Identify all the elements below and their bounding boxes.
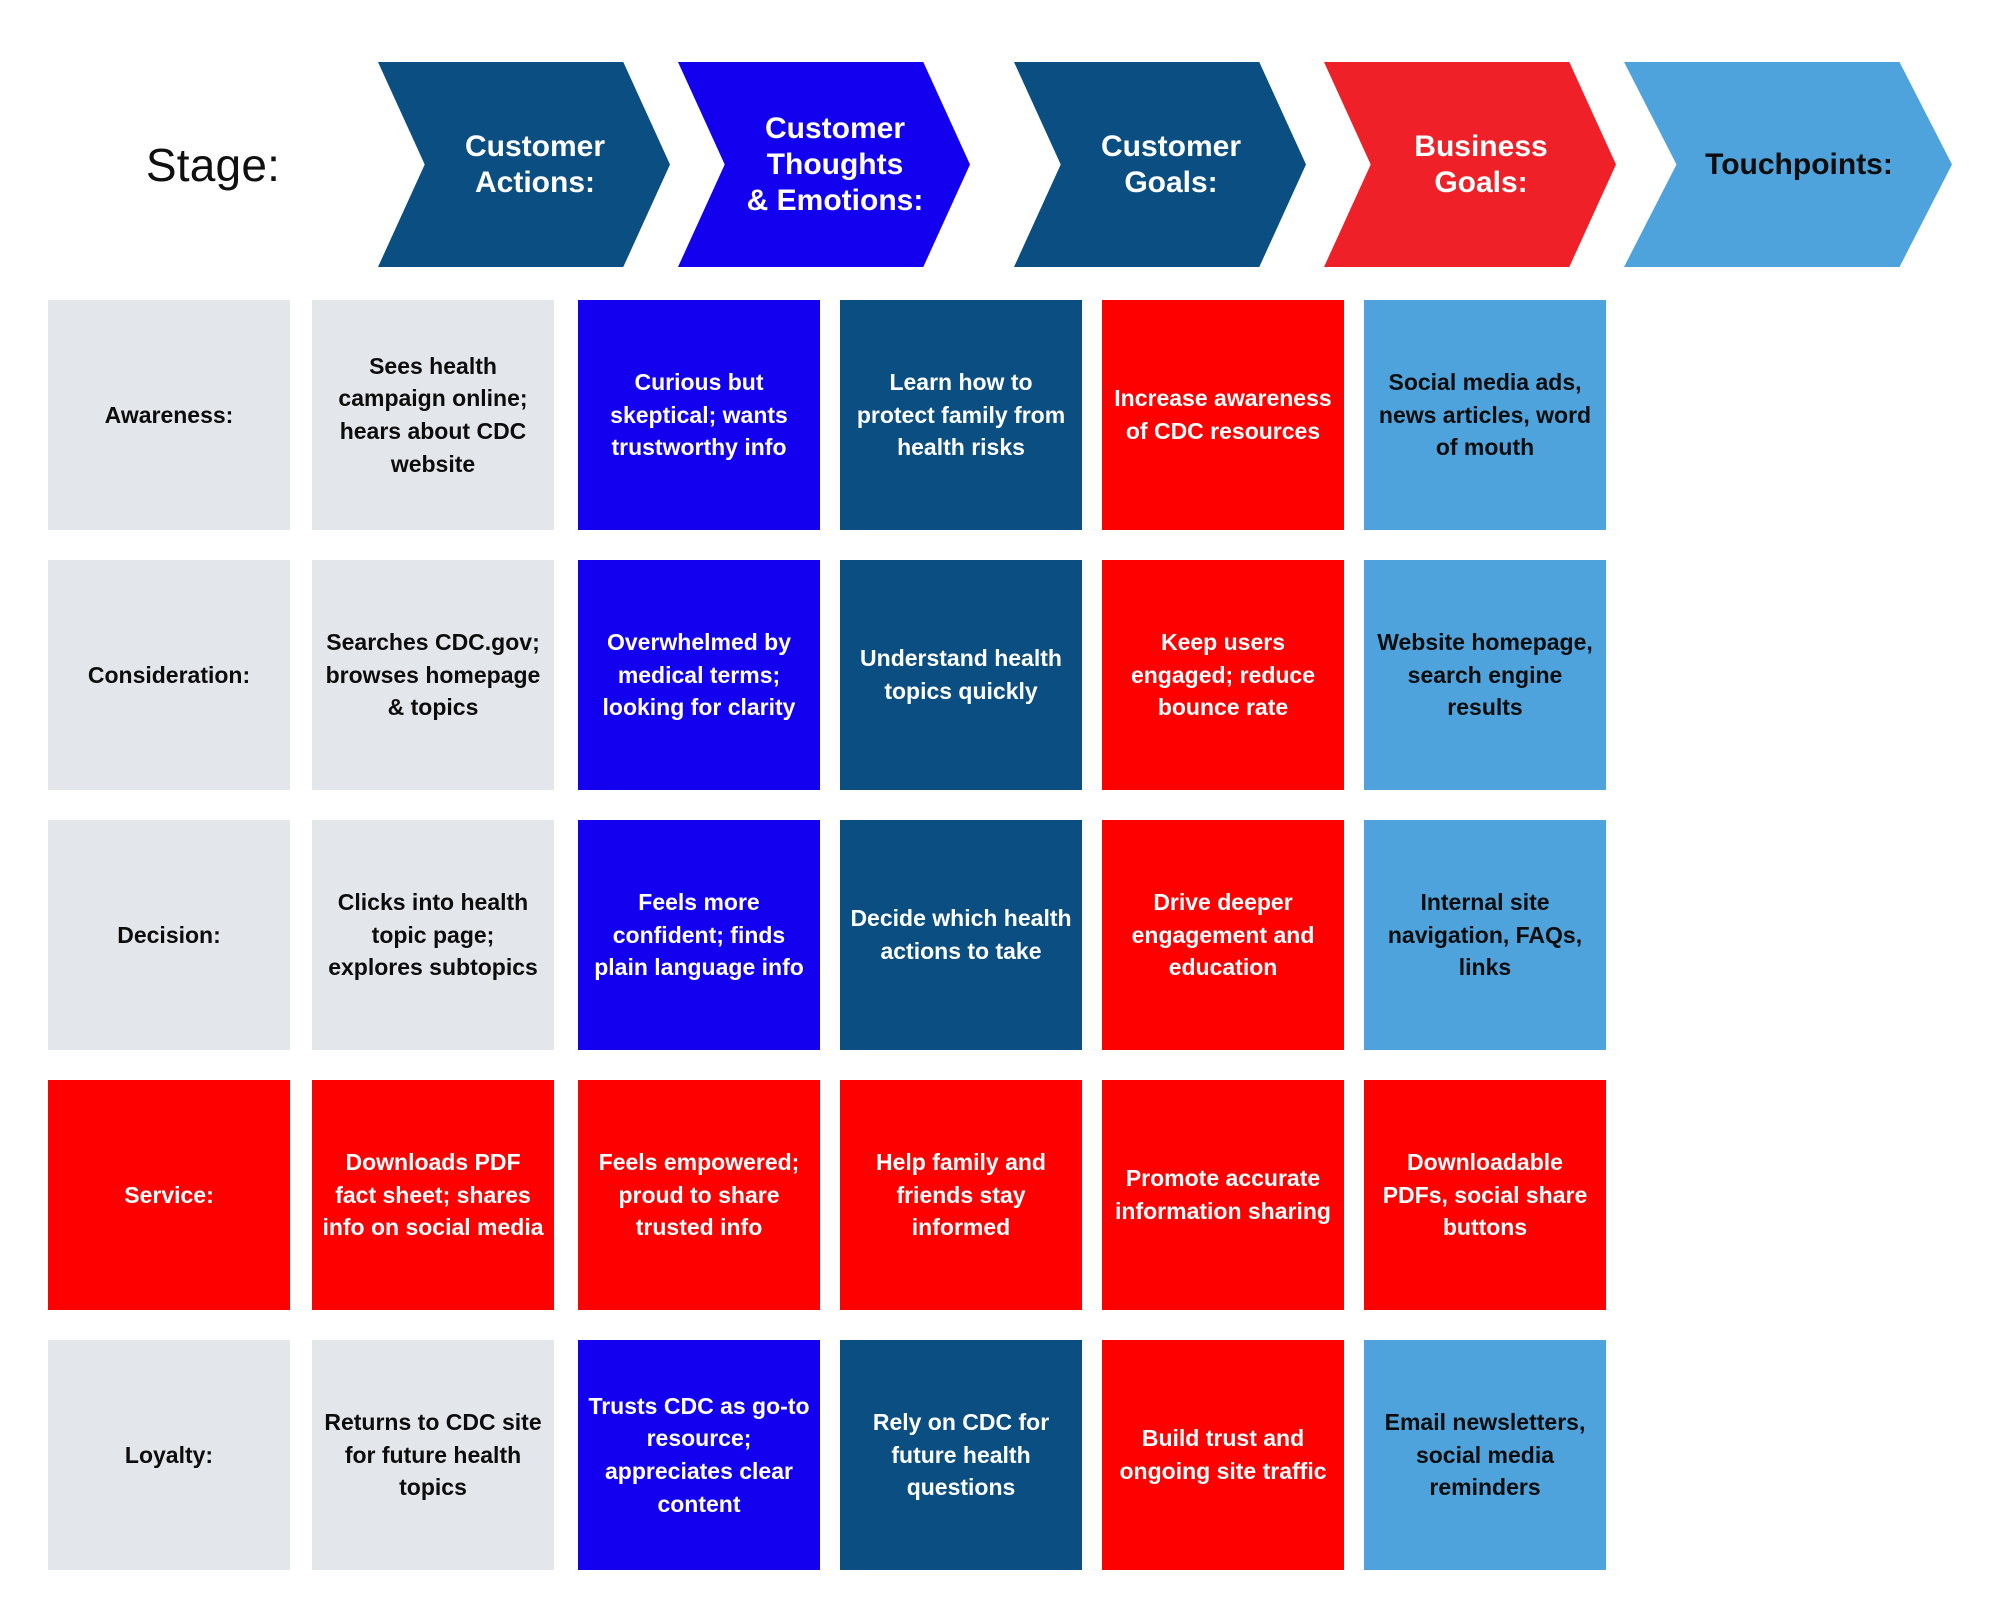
cell-customer_goals-text: Help family and friends stay informed	[876, 1149, 1046, 1241]
cell-customer_actions-text: Clicks into health topic page; explores …	[328, 889, 538, 981]
cell-business_goals-text: Build trust and ongoing site traffic	[1119, 1425, 1327, 1484]
header-chevron-touchpoints[interactable]: Touchpoints:	[1624, 62, 1952, 267]
header-chevron-business-goals[interactable]: Business Goals:	[1324, 62, 1616, 267]
cell-customer_actions[interactable]: Returns to CDC site for future health to…	[312, 1340, 554, 1570]
cell-touchpoints[interactable]: Email newsletters, social media reminder…	[1364, 1340, 1606, 1570]
header-chevron-customer-goals[interactable]: Customer Goals:	[1014, 62, 1306, 267]
cell-customer_actions[interactable]: Searches CDC.gov; browses homepage & top…	[312, 560, 554, 790]
cell-business_goals[interactable]: Build trust and ongoing site traffic	[1102, 1340, 1344, 1570]
cell-customer_goals-text: Rely on CDC for future health questions	[872, 1409, 1050, 1501]
header-chevron-customer-actions-label: Customer Actions:	[464, 129, 606, 199]
cell-business_goals-text: Increase awareness of CDC resources	[1114, 385, 1332, 444]
cell-customer_actions-text: Returns to CDC site for future health to…	[324, 1409, 542, 1501]
cell-customer_goals-text: Decide which health actions to take	[850, 905, 1072, 964]
cell-business_goals[interactable]: Keep users engaged; reduce bounce rate	[1102, 560, 1344, 790]
row-stage-label: Loyalty:	[124, 1441, 214, 1468]
cell-customer_actions-text: Sees health campaign online; hears about…	[338, 352, 528, 477]
cell-touchpoints[interactable]: Social media ads, news articles, word of…	[1364, 300, 1606, 530]
cell-thoughts-text: Feels empowered; proud to share trusted …	[598, 1149, 800, 1241]
cell-customer_goals-text: Learn how to protect family from health …	[856, 369, 1066, 461]
cell-touchpoints[interactable]: Website homepage, search engine results	[1364, 560, 1606, 790]
row-stage-label: Decision:	[117, 921, 221, 948]
cell-business_goals-text: Drive deeper engagement and education	[1131, 889, 1315, 981]
journey-row: Decision: Clicks into health topic page; …	[0, 820, 2000, 1050]
row-stage-cell[interactable]: Consideration:	[48, 560, 290, 790]
row-stage-cell[interactable]: Awareness:	[48, 300, 290, 530]
row-stage-label: Service:	[124, 1181, 214, 1208]
journey-map-grid: Awareness: Sees health campaign online; h…	[0, 300, 2000, 1600]
journey-map-board: Stage: Customer Actions: Customer Though…	[0, 62, 2000, 1570]
cell-customer_actions-text: Downloads PDF fact sheet; shares info on…	[322, 1149, 544, 1241]
journey-row: Awareness: Sees health campaign online; h…	[0, 300, 2000, 530]
cell-thoughts-text: Trusts CDC as go-to resource; appreciate…	[588, 1392, 810, 1517]
header-chevron-touchpoints-label: Touchpoints:	[1705, 147, 1893, 181]
cell-customer_goals[interactable]: Help family and friends stay informed	[840, 1080, 1082, 1310]
cell-customer_goals-text: Understand health topics quickly	[860, 645, 1062, 704]
cell-thoughts[interactable]: Overwhelmed by medical terms; looking fo…	[578, 560, 820, 790]
cell-customer_goals[interactable]: Learn how to protect family from health …	[840, 300, 1082, 530]
cell-thoughts[interactable]: Trusts CDC as go-to resource; appreciate…	[578, 1340, 820, 1570]
cell-business_goals-text: Promote accurate information sharing	[1115, 1165, 1331, 1224]
cell-thoughts[interactable]: Feels empowered; proud to share trusted …	[578, 1080, 820, 1310]
cell-customer_goals[interactable]: Decide which health actions to take	[840, 820, 1082, 1050]
cell-touchpoints[interactable]: Internal site navigation, FAQs, links	[1364, 820, 1606, 1050]
cell-touchpoints-text: Website homepage, search engine results	[1377, 629, 1593, 721]
header-chevron-customer-goals-label: Customer Goals:	[1100, 129, 1242, 199]
row-stage-cell[interactable]: Decision:	[48, 820, 290, 1050]
cell-customer_actions[interactable]: Sees health campaign online; hears about…	[312, 300, 554, 530]
stage-label: Stage:	[145, 138, 281, 191]
cell-touchpoints-text: Social media ads, news articles, word of…	[1378, 369, 1592, 461]
journey-row: Loyalty: Returns to CDC site for future h…	[0, 1340, 2000, 1570]
cell-thoughts-text: Curious but skeptical; wants trustworthy…	[610, 369, 788, 461]
cell-business_goals[interactable]: Increase awareness of CDC resources	[1102, 300, 1344, 530]
cell-customer_goals[interactable]: Understand health topics quickly	[840, 560, 1082, 790]
cell-customer_goals[interactable]: Rely on CDC for future health questions	[840, 1340, 1082, 1570]
cell-thoughts-text: Overwhelmed by medical terms; looking fo…	[602, 629, 796, 721]
row-stage-label: Consideration:	[87, 661, 251, 688]
journey-row: Consideration: Searches CDC.gov; browses …	[0, 560, 2000, 790]
row-stage-label: Awareness:	[104, 401, 234, 428]
header-chevron-customer-thoughts-emotions-label: Customer Thoughts & Emotions:	[746, 111, 924, 217]
cell-thoughts[interactable]: Feels more confident; finds plain langua…	[578, 820, 820, 1050]
cell-touchpoints[interactable]: Downloadable PDFs, social share buttons	[1364, 1080, 1606, 1310]
cell-thoughts[interactable]: Curious but skeptical; wants trustworthy…	[578, 300, 820, 530]
journey-map-header: Stage: Customer Actions: Customer Though…	[0, 62, 2000, 267]
header-chevron-customer-actions[interactable]: Customer Actions:	[378, 62, 670, 267]
row-stage-cell[interactable]: Loyalty:	[48, 1340, 290, 1570]
cell-customer_actions[interactable]: Downloads PDF fact sheet; shares info on…	[312, 1080, 554, 1310]
cell-customer_actions-text: Searches CDC.gov; browses homepage & top…	[325, 629, 541, 721]
cell-business_goals[interactable]: Promote accurate information sharing	[1102, 1080, 1344, 1310]
header-chevron-business-goals-label: Business Goals:	[1414, 129, 1548, 199]
journey-row: Service: Downloads PDF fact sheet; shares…	[0, 1080, 2000, 1310]
cell-touchpoints-text: Internal site navigation, FAQs, links	[1387, 889, 1583, 981]
cell-business_goals-text: Keep users engaged; reduce bounce rate	[1130, 629, 1316, 721]
cell-thoughts-text: Feels more confident; finds plain langua…	[594, 889, 804, 981]
cell-customer_actions[interactable]: Clicks into health topic page; explores …	[312, 820, 554, 1050]
cell-business_goals[interactable]: Drive deeper engagement and education	[1102, 820, 1344, 1050]
cell-touchpoints-text: Downloadable PDFs, social share buttons	[1382, 1149, 1588, 1241]
cell-touchpoints-text: Email newsletters, social media reminder…	[1384, 1409, 1586, 1501]
row-stage-cell[interactable]: Service:	[48, 1080, 290, 1310]
header-chevron-customer-thoughts-emotions[interactable]: Customer Thoughts & Emotions:	[678, 62, 970, 267]
